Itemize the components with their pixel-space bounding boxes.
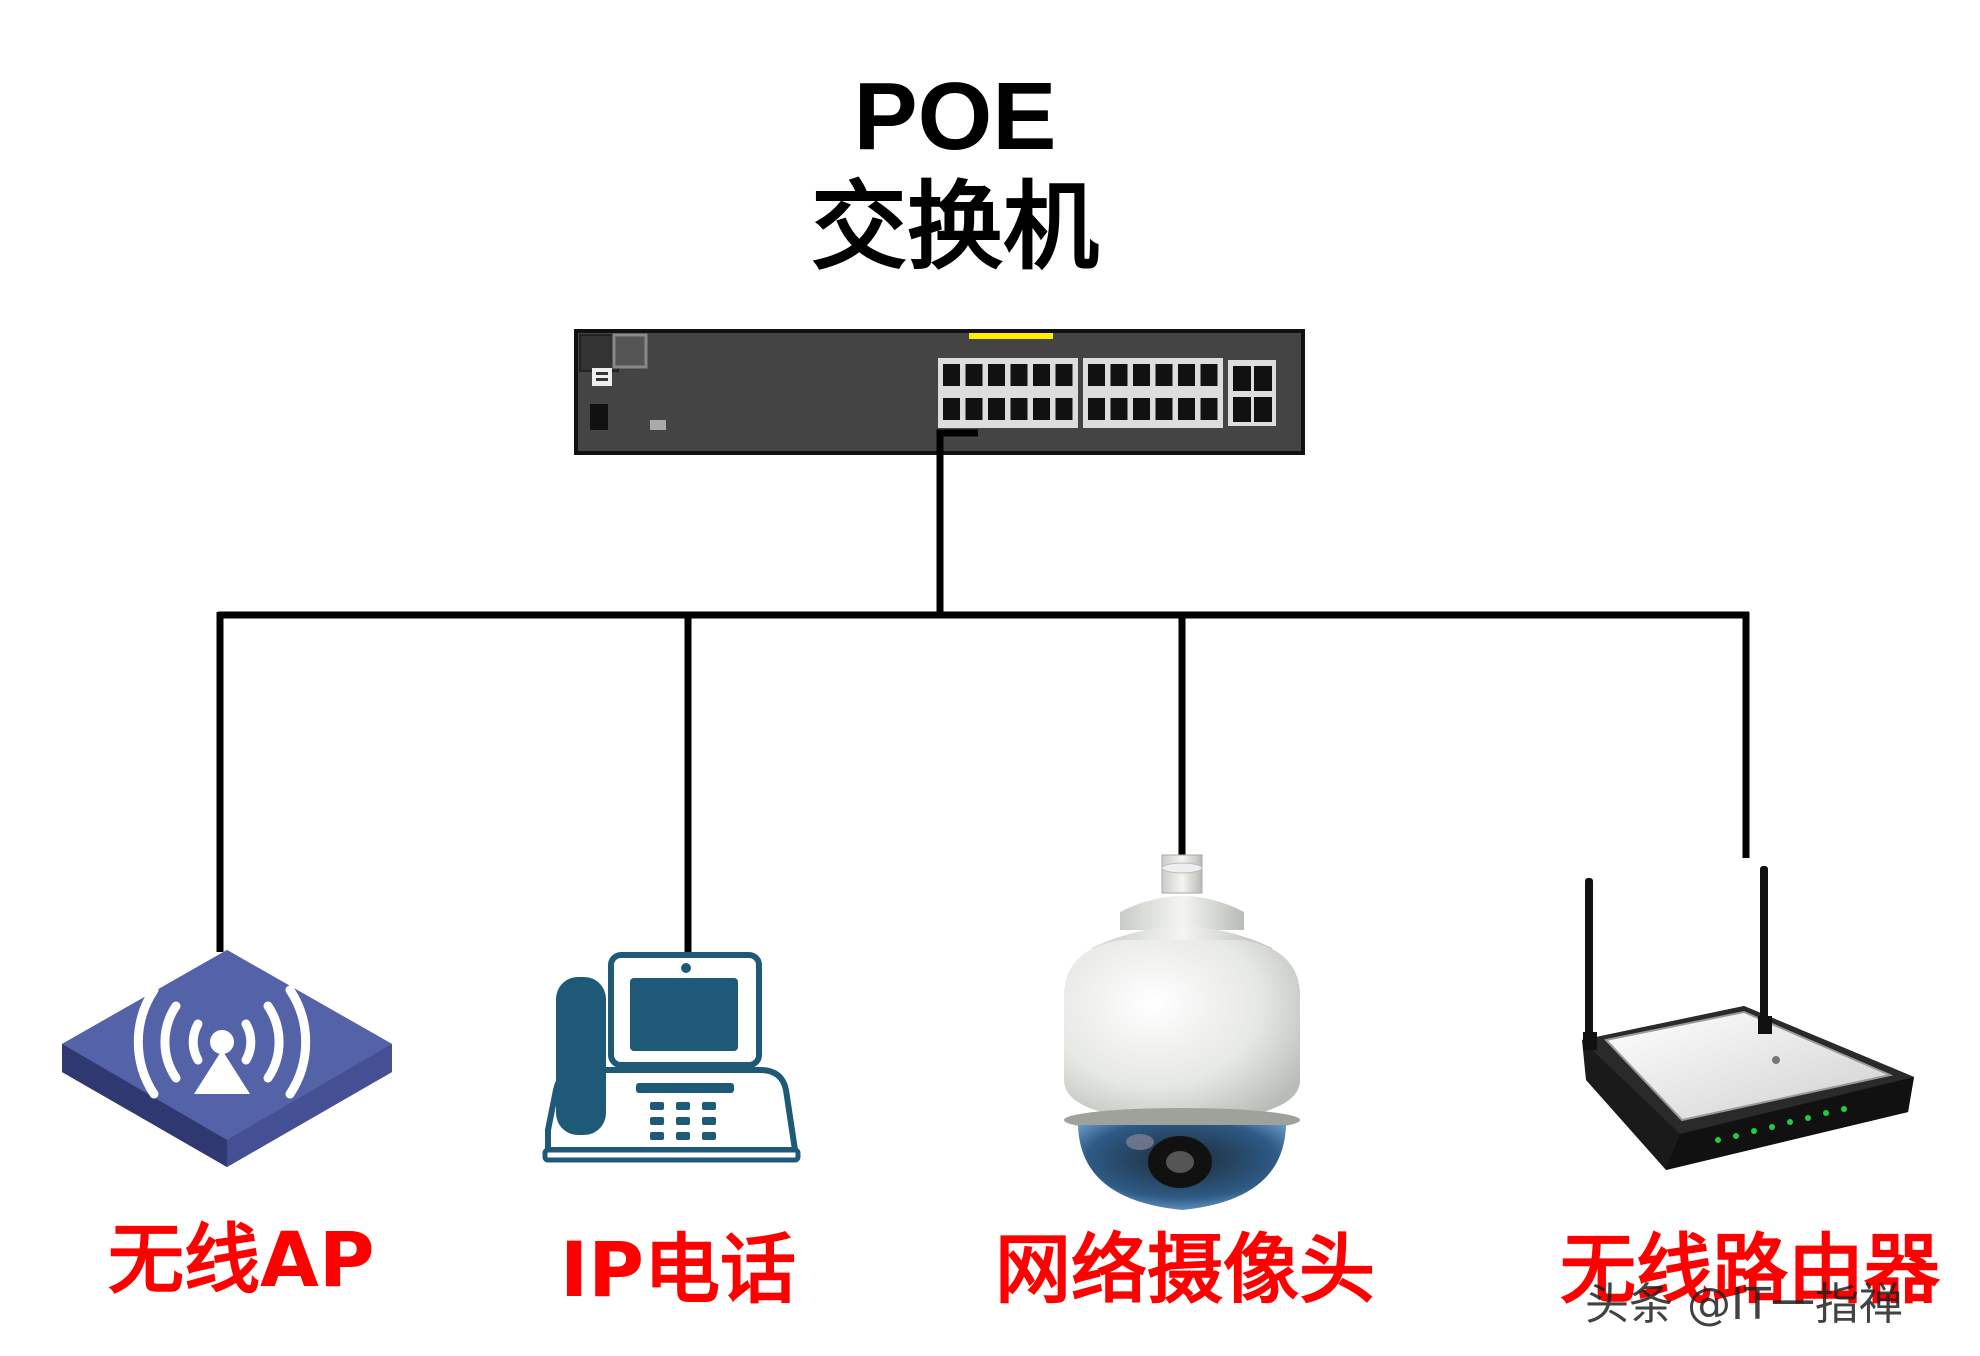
ethernet-port	[1033, 364, 1050, 386]
ethernet-port	[1088, 398, 1105, 420]
ethernet-port	[943, 364, 960, 386]
title-line-1: POE	[853, 63, 1057, 170]
port-block	[1083, 358, 1223, 428]
switch-uplink-line	[936, 429, 978, 615]
port-block	[938, 358, 1078, 428]
wireless-router-icon	[1582, 866, 1914, 1170]
dome-camera-icon	[1063, 854, 1301, 1210]
wireless-ap-icon	[62, 950, 392, 1167]
ethernet-port	[1010, 398, 1028, 420]
device-label-router: 无线路由器	[1560, 1225, 1940, 1314]
ethernet-port	[1133, 364, 1150, 386]
ethernet-port	[1155, 398, 1173, 420]
ethernet-port	[1055, 398, 1073, 420]
ethernet-port	[1110, 398, 1128, 420]
diagram-title: POE 交换机	[640, 62, 1270, 282]
ethernet-port	[1200, 364, 1218, 386]
ethernet-port	[1033, 398, 1050, 420]
device-label-ap: 无线AP	[108, 1215, 375, 1304]
ethernet-port	[1055, 364, 1073, 386]
ethernet-port	[1155, 364, 1173, 386]
ethernet-port	[1133, 398, 1150, 420]
ethernet-port	[1010, 364, 1028, 386]
ethernet-port	[965, 364, 983, 386]
ethernet-port	[1178, 398, 1195, 420]
watermark-text: 头条 @IT一指禅	[1585, 1279, 1903, 1330]
ethernet-port	[1110, 364, 1128, 386]
ethernet-port	[988, 398, 1005, 420]
poe-switch-icon	[574, 329, 1305, 455]
ethernet-port	[1088, 364, 1105, 386]
connection-lines	[216, 429, 1750, 955]
device-label-phone: IP电话	[560, 1225, 796, 1314]
ethernet-port	[943, 398, 960, 420]
ethernet-port	[1178, 364, 1195, 386]
device-label-camera: 网络摄像头	[995, 1225, 1375, 1314]
ethernet-port	[965, 398, 983, 420]
ethernet-port	[1200, 398, 1218, 420]
title-line-2: 交换机	[811, 171, 1099, 283]
ip-phone-icon	[542, 952, 801, 1163]
ethernet-port	[988, 364, 1005, 386]
